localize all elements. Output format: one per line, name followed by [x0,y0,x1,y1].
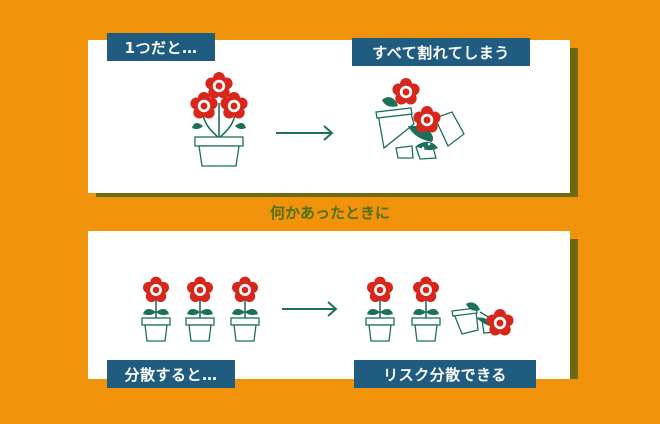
label-spread-out: 分散すると… [107,360,235,388]
label-single-pot: 1つだと… [107,33,215,61]
separate-pots-left [142,277,259,341]
label-risk-spread: リスク分散できる [354,360,536,388]
broken-pot-icon [375,77,465,160]
arrow-right-icon [276,125,334,141]
middle-caption: 何かあったときに [269,204,390,222]
separate-pots-right [366,277,440,341]
broken-pot-icon [451,302,514,336]
single-flower-pot-icon [190,71,248,167]
bottom-panel [88,231,570,379]
label-all-broken: すべて割れてしまう [352,38,530,66]
arrow-right-icon [282,301,338,317]
